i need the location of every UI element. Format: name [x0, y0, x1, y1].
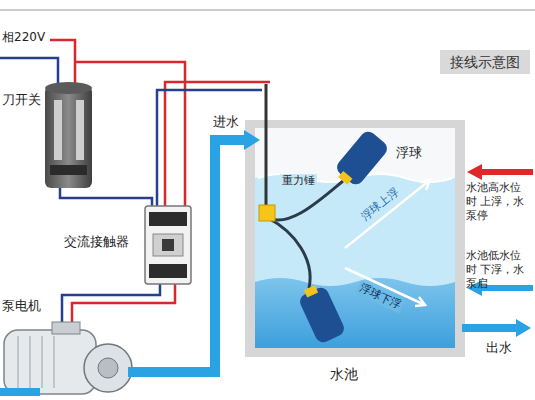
inlet-label: 进水	[213, 114, 239, 130]
ac-contactor	[145, 206, 191, 284]
float-down-label: 浮球下浮	[355, 281, 404, 314]
tank-label: 水池	[330, 366, 358, 384]
high-level-note: 水池高水位时 上浮，水泵停	[466, 180, 530, 223]
tank-part	[255, 128, 455, 348]
float-up-label: 浮球上浮	[357, 185, 403, 226]
wires-part	[60, 188, 152, 208]
knife-switch-part	[45, 82, 92, 94]
ac-contactor-part	[145, 206, 191, 284]
pump-motor-part	[52, 322, 80, 334]
tank	[245, 120, 465, 357]
upper-float-part	[334, 128, 390, 187]
high-level-arrow	[467, 164, 533, 180]
inlet-pipe-part	[0, 388, 40, 396]
ac-contactor-part	[153, 234, 183, 256]
float-motion-arrows-part	[415, 297, 425, 306]
weight-label: 重力锤	[280, 174, 317, 188]
outlet-arrow-part	[516, 319, 531, 337]
ac-contactor-part	[149, 212, 187, 226]
upper-float	[331, 128, 390, 190]
title-box: 接线示意图	[440, 50, 530, 74]
motor-label: 泵电机	[2, 298, 41, 314]
knife-switch-part	[54, 100, 62, 160]
gravity-weight	[259, 205, 275, 221]
outlet-label: 出水	[486, 340, 512, 356]
supply-label: 相220V	[2, 30, 45, 45]
float-label: 浮球	[396, 145, 422, 161]
lower-float-part	[297, 285, 346, 345]
lower-float-part	[304, 285, 318, 297]
wires	[0, 40, 270, 338]
tank-part	[255, 278, 455, 348]
tank-part	[255, 174, 455, 348]
knife-switch-part	[45, 86, 92, 188]
ac-contactor-part	[149, 264, 187, 278]
pump-motor-part	[30, 336, 31, 388]
high-level-arrow-part	[480, 169, 533, 175]
pump-motor	[4, 322, 132, 394]
pump-motor-part	[18, 336, 19, 388]
high-level-arrow-part	[467, 164, 482, 180]
wires-part	[0, 58, 58, 88]
pump-motor-part	[42, 336, 43, 388]
knife-switch-part	[76, 100, 84, 160]
float-cable	[268, 181, 343, 288]
wires-part	[157, 90, 262, 208]
top-rule	[0, 10, 535, 11]
wires-part	[265, 84, 268, 206]
upper-float-part	[338, 171, 352, 185]
ac-contactor-part	[162, 239, 174, 251]
contactor-label: 交流接触器	[64, 234, 129, 250]
pump-motor-part	[98, 358, 118, 378]
wires-part	[50, 40, 75, 88]
inlet-pipe-part	[128, 140, 246, 372]
knife-switch	[45, 82, 92, 188]
switch-label: 刀开关	[2, 92, 41, 108]
lower-float	[296, 281, 347, 344]
pump-motor-part	[4, 330, 96, 394]
float-motion-arrows-part	[420, 180, 430, 190]
inlet-pipe	[0, 130, 260, 392]
float-motion-arrows-part	[345, 180, 430, 248]
tank-part	[245, 120, 465, 357]
knife-switch-part	[50, 165, 87, 175]
pump-motor-part	[84, 344, 132, 392]
inlet-pipe-part	[244, 130, 260, 150]
low-level-note: 水池低水位时 下浮，水泵启	[466, 248, 530, 291]
outlet-arrow-part	[462, 324, 518, 332]
pump-motor-part	[54, 336, 55, 388]
float-cable-part	[268, 218, 310, 288]
outlet-arrow	[462, 319, 531, 337]
